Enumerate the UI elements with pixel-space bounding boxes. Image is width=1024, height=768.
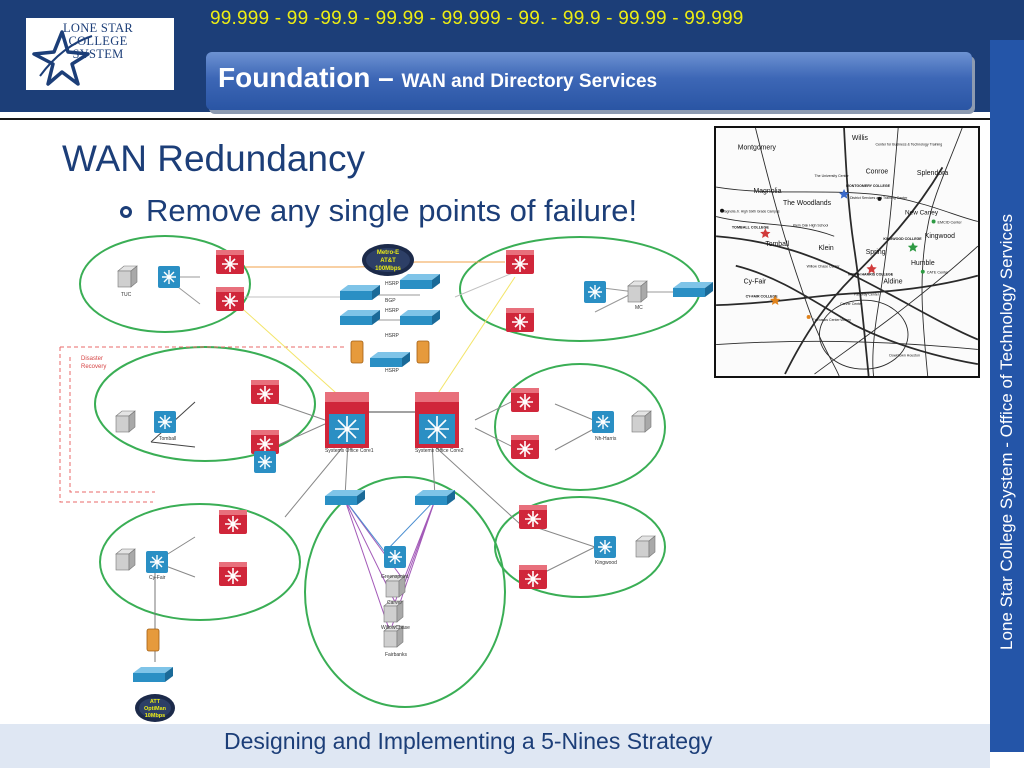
logo-line: SYSTEM	[72, 47, 124, 61]
map-place: TOMBALL COLLEGE	[732, 225, 770, 229]
site-label-core1: Systems Office Core1	[325, 448, 374, 454]
site-label-greenspoint: Greenspoint	[381, 574, 409, 580]
title-bar	[206, 52, 972, 110]
logo-wordmark: LONE STAR COLLEGE SYSTEM	[58, 22, 138, 61]
header-rule	[0, 118, 990, 120]
slide-heading: WAN Redundancy	[62, 138, 365, 179]
site-label-carver: Carver	[387, 600, 402, 606]
site-label-nh: Nh-Harris	[595, 436, 617, 442]
map-place: Fairbanks Center	[813, 318, 841, 322]
map-place: Victory	[840, 318, 851, 322]
map-place: CATE Center	[927, 271, 950, 275]
bgp-label: BGP	[385, 298, 396, 304]
campus-star-icon	[866, 263, 877, 274]
center-dot-icon	[877, 196, 882, 201]
hsrp-label: HSRP	[385, 368, 400, 374]
nines-strip	[200, 8, 1024, 36]
site-label-fairbanks: Fairbanks	[385, 652, 407, 658]
map-place: Klein	[818, 245, 833, 252]
side-vertical-text: Lone Star College System - Office of Tec…	[997, 214, 1016, 650]
footer-text: Designing and Implementing a 5-Nines Str…	[224, 728, 713, 754]
map-roads	[716, 128, 978, 376]
map-place: Magnolia Jr. High Sixth Grade Campus	[722, 210, 780, 214]
title-sub: WAN and Directory Services	[401, 71, 658, 92]
map-place: Willow Chase Center	[807, 265, 841, 269]
disaster-recovery-label: Recovery	[81, 364, 106, 370]
side-band	[990, 40, 1024, 752]
wan-diagram: Metro-E AT&T 100Mbps ATT OptiMan 10Mbps …	[59, 235, 713, 722]
map-place: EMCID Center	[938, 220, 963, 224]
cloud-line: Metro-E	[377, 250, 399, 256]
cloud-line: OptiMan	[144, 706, 167, 712]
center-dot-icon	[920, 269, 925, 274]
campus-star-icon	[838, 189, 850, 199]
nines-banner: 99.999 - 99 -99.9 - 99.99 - 99.999 - 99.…	[210, 8, 744, 29]
map-place: CY-FAIR COLLEGE	[746, 294, 779, 298]
logo-line: LONE STAR	[62, 21, 134, 35]
title-main: Foundation –	[218, 62, 402, 93]
footer-band	[0, 724, 990, 768]
campus-markers	[720, 189, 936, 319]
slide-title: Foundation – WAN and Directory Services	[218, 62, 657, 94]
map-place: Humble	[911, 260, 935, 267]
map-place: Downtown Houston	[889, 353, 920, 357]
site-label-mc: MC	[635, 305, 643, 311]
map-place-names: Willis Montgomery Center for Business & …	[722, 135, 962, 358]
map-place: NORTH HARRIS COLLEGE	[848, 273, 894, 277]
cloud-line: 10Mbps	[145, 713, 165, 719]
campus-star-icon	[907, 242, 919, 252]
cloud-line: AT&T	[380, 258, 396, 264]
star-logo-icon	[32, 30, 93, 86]
disaster-recovery-label: Disaster	[81, 356, 103, 362]
map-place: MONTGOMERY COLLEGE	[846, 184, 891, 188]
map-place: Montgomery	[738, 145, 777, 152]
center-dot-icon	[931, 219, 936, 224]
lone-star-logo	[26, 18, 174, 90]
center-dot-icon	[806, 314, 811, 319]
map-place: KINGWOOD COLLEGE	[883, 237, 922, 241]
optiman-cloud: ATT OptiMan 10Mbps	[135, 694, 175, 722]
map-place: Splendora	[917, 170, 949, 177]
map-place: Klein Oak High School	[793, 223, 829, 227]
network-devices	[115, 249, 713, 682]
map-place: Aldine	[883, 278, 902, 285]
cloud-line: ATT	[150, 699, 161, 705]
map-place: Spring	[866, 249, 886, 256]
diagram-labels: Disaster Recovery HSRP BGP HSRP HSRP HSR…	[81, 281, 643, 658]
hsrp-label: HSRP	[385, 333, 400, 339]
map-place: Center for Business & Technology Trainin…	[876, 143, 943, 147]
bullet-text: Remove any single points of failure!	[146, 193, 638, 228]
site-label-core2: Systems Office Core2	[415, 448, 464, 454]
metro-e-cloud: Metro-E AT&T 100Mbps	[362, 244, 414, 276]
site-label-kingwood: Kingwood	[595, 560, 617, 566]
cloud-line: 100Mbps	[375, 266, 401, 272]
hsrp-label: HSRP	[385, 281, 400, 287]
map-place: The University Center	[815, 174, 850, 178]
logo-line: COLLEGE	[68, 34, 128, 48]
disaster-recovery-path	[59, 346, 345, 503]
campus-star-icon	[760, 228, 771, 239]
site-label-tuc: TUC	[121, 292, 132, 298]
map-place: Kingwood	[925, 233, 955, 240]
campus-star-icon	[770, 295, 781, 305]
map-place: New Caney	[905, 210, 939, 217]
site-label-cyfair: Cy-Fair	[149, 575, 166, 581]
map-place: Carver Center	[840, 302, 863, 306]
map-place: Parkway Center	[854, 292, 880, 296]
map-highways	[716, 128, 978, 376]
bullet-icon	[120, 206, 132, 218]
site-label-tomball: Tomball	[159, 436, 176, 442]
site-label-willowchase: WillowChase	[381, 625, 410, 631]
site-rings	[79, 235, 701, 708]
map-place: Magnolia	[754, 188, 782, 195]
service-area-map: Willis Montgomery Center for Business & …	[714, 126, 980, 378]
hsrp-label: HSRP	[385, 308, 400, 314]
map-place: Cy-Fair	[744, 278, 767, 285]
map-place: Willis	[852, 135, 869, 142]
map-place: The Woodlands	[783, 200, 832, 207]
map-place: Tomball	[765, 241, 789, 248]
map-place: Conroe	[866, 168, 889, 175]
center-dot-icon	[720, 208, 724, 213]
